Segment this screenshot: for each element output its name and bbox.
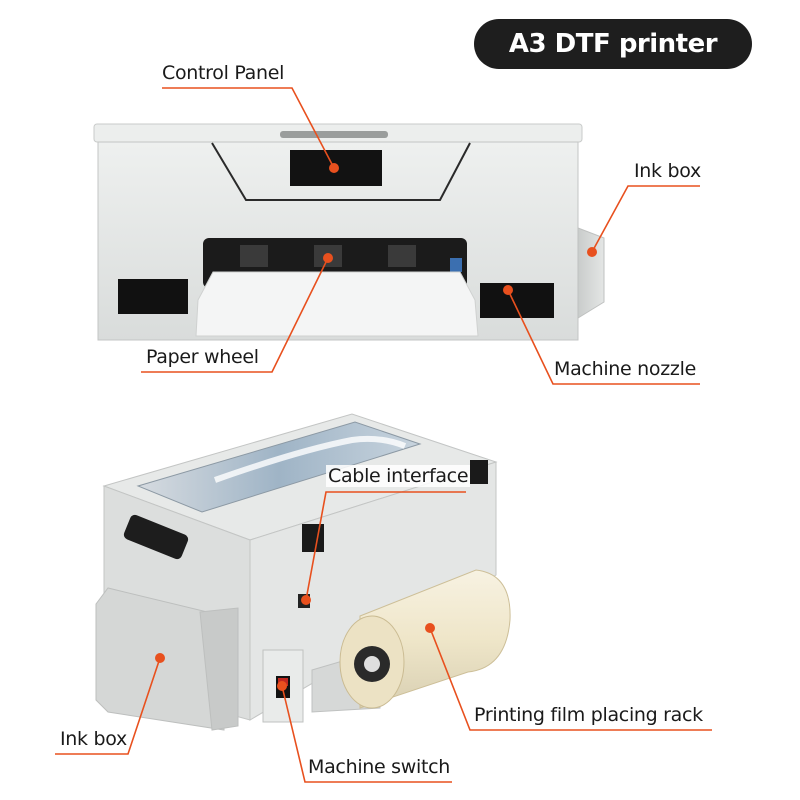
lid-handle xyxy=(280,131,388,138)
side-handle xyxy=(123,514,189,560)
hinge-right xyxy=(470,460,488,484)
label-cable-interface: Cable interface xyxy=(326,465,471,487)
paper-wheel-3 xyxy=(388,245,416,267)
paper-wheel-1 xyxy=(240,245,268,267)
hinge-left xyxy=(302,524,324,552)
pointer-ink-box-bottom xyxy=(55,657,161,755)
label-ink-box-bottom: Ink box xyxy=(60,728,127,750)
paper-tray xyxy=(195,271,479,337)
label-machine-switch: Machine switch xyxy=(308,756,451,778)
label-ink-box-top: Ink box xyxy=(634,160,701,182)
glass-window xyxy=(136,421,422,513)
label-machine-nozzle: Machine nozzle xyxy=(554,358,696,380)
ink-box-top xyxy=(577,227,605,319)
panel-contour xyxy=(211,142,471,201)
blue-part xyxy=(450,258,462,272)
label-paper-wheel: Paper wheel xyxy=(146,346,259,368)
pointer-control-panel xyxy=(162,87,335,169)
page-title: A3 DTF printer xyxy=(474,19,752,69)
pointer-machine-nozzle xyxy=(507,289,700,385)
left-window xyxy=(118,279,188,314)
machine-nozzle-window xyxy=(480,283,554,318)
label-printing-film-rack: Printing film placing rack xyxy=(474,704,703,726)
front-printer xyxy=(93,123,605,341)
pointer-lines xyxy=(55,87,712,783)
pointer-paper-wheel xyxy=(141,257,329,373)
pointer-cable-interface xyxy=(305,491,466,601)
pointer-machine-switch xyxy=(281,685,452,783)
label-control-panel: Control Panel xyxy=(162,62,285,84)
pointer-film-rack xyxy=(429,627,712,731)
rear-printer xyxy=(95,413,511,731)
pointer-ink-box-top xyxy=(591,185,700,253)
